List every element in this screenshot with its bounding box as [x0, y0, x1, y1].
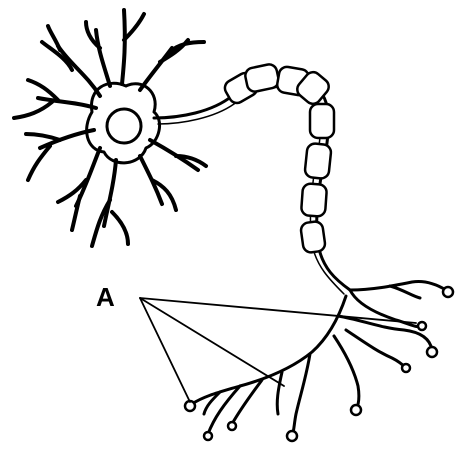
label-a: A [96, 282, 115, 313]
axon-terminals [192, 281, 446, 436]
dendrites [14, 10, 206, 246]
myelin-sheath [222, 63, 334, 253]
nucleus [107, 109, 141, 143]
terminal-buttons [185, 287, 453, 441]
